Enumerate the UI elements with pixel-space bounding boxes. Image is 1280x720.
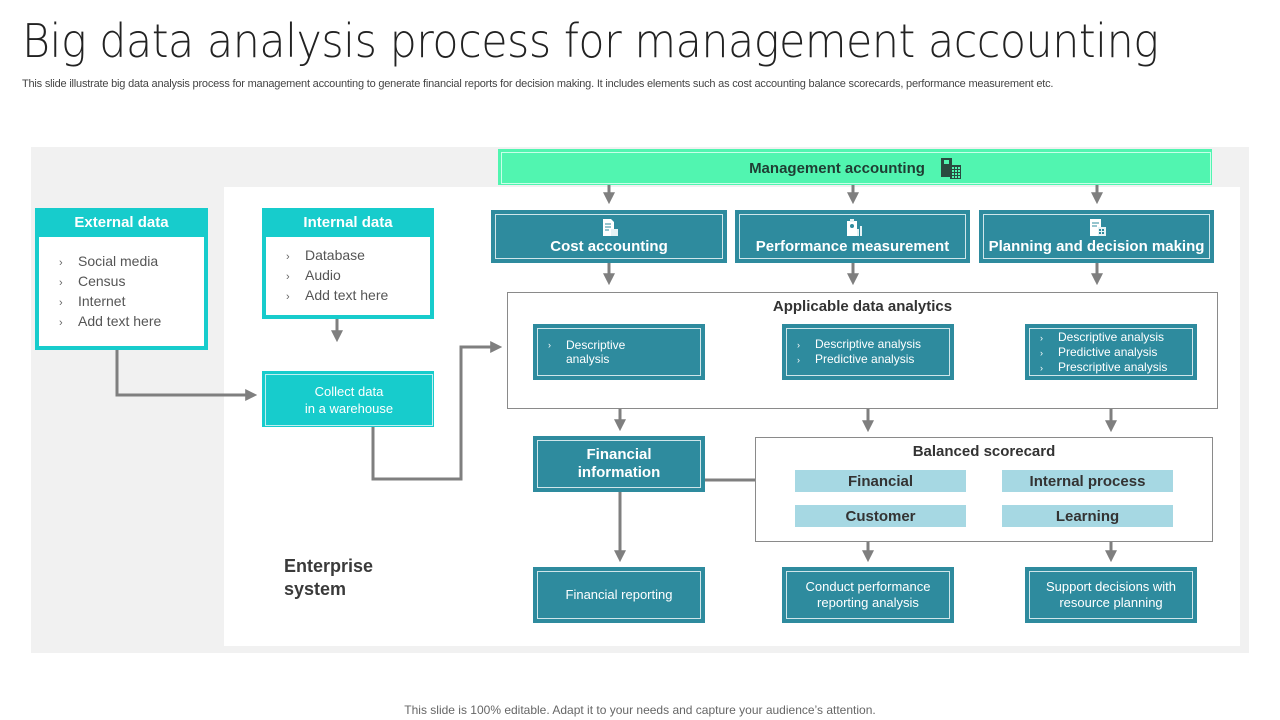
chevron-right-icon: › [1040, 347, 1043, 358]
chevron-right-icon: › [548, 340, 551, 350]
internal-data-title: Internal data [303, 214, 393, 231]
list-item: ›Internet [59, 292, 204, 312]
list-item: ›Prescriptive analysis [1040, 359, 1168, 374]
planning-decision-label: Planning and decision making [988, 237, 1205, 255]
chevron-right-icon: › [59, 296, 63, 309]
scorecard-internal-process: Internal process [1002, 470, 1173, 492]
financial-information-line2: information [577, 464, 661, 481]
chevron-right-icon: › [59, 276, 63, 289]
analytics-box-cost: ›Descriptive analysis [533, 324, 705, 380]
analytics-title: Applicable data analytics [772, 298, 953, 315]
collect-line2: in a warehouse [304, 401, 394, 416]
performance-measurement-box: Performance measurement [735, 210, 970, 263]
cost-accounting-label: Cost accounting [550, 237, 668, 255]
list-item: ›Social media [59, 252, 204, 272]
enterprise-system-label: Enterprise system [284, 555, 373, 601]
balanced-scorecard-title: Balanced scorecard [912, 443, 1056, 460]
list-item: ›Descriptive analysis [1040, 329, 1165, 344]
analytics-box-planning: ›Descriptive analysis ›Predictive analys… [1025, 324, 1197, 380]
external-data-title: External data [74, 214, 169, 231]
chevron-right-icon: › [59, 256, 63, 269]
internal-data-list: ›Database ›Audio ›Add text here [266, 237, 430, 315]
clipboard-chart-icon [846, 218, 862, 236]
external-data-box: External data ›Social media ›Census ›Int… [35, 208, 208, 350]
collect-data-warehouse-box: Collect data in a warehouse [262, 371, 434, 427]
scorecard-financial: Financial [795, 470, 966, 492]
financial-reporting-box: Financial reporting [533, 567, 705, 623]
page-subtitle: This slide illustrate big data analysis … [22, 78, 1054, 90]
enterprise-line1: Enterprise [284, 556, 374, 576]
building-calculator-icon [940, 158, 961, 179]
management-accounting-bar: Management accounting [498, 149, 1212, 185]
list-item: ›Add text here [59, 312, 204, 332]
planning-decision-box: Planning and decision making [979, 210, 1214, 263]
support-decisions-line2: resource planning [1059, 595, 1163, 610]
performance-measurement-label: Performance measurement [755, 237, 950, 255]
external-data-list: ›Social media ›Census ›Internet ›Add tex… [39, 237, 204, 346]
scorecard-customer: Customer [795, 505, 966, 527]
cost-accounting-box: Cost accounting [491, 210, 727, 263]
list-item: ›Descriptive analysis [797, 337, 922, 351]
list-item: ›Predictive analysis [1040, 344, 1158, 359]
chevron-right-icon: › [286, 291, 290, 303]
list-item: ›Predictive analysis [797, 352, 915, 366]
scorecard-learning: Learning [1002, 505, 1173, 527]
chevron-right-icon: › [59, 316, 63, 329]
collect-line1: Collect data [314, 384, 384, 399]
document-calculator-icon [1089, 218, 1106, 236]
chevron-right-icon: › [286, 251, 290, 263]
list-item: ›Audio [286, 266, 430, 286]
chevron-right-icon: › [1040, 362, 1043, 373]
list-item: ›Add text here [286, 286, 430, 306]
chevron-right-icon: › [797, 355, 800, 365]
chevron-right-icon: › [286, 271, 290, 283]
internal-data-box: Internal data ›Database ›Audio ›Add text… [262, 208, 434, 319]
enterprise-line2: system [284, 579, 347, 599]
financial-information-line1: Financial [586, 446, 652, 463]
list-item: ›Database [286, 246, 430, 266]
performance-reporting-line2: reporting analysis [817, 595, 919, 610]
list-item: ›Descriptive analysis [548, 338, 626, 366]
analytics-box-performance: ›Descriptive analysis ›Predictive analys… [782, 324, 954, 380]
management-accounting-title: Management accounting [749, 159, 925, 177]
chevron-right-icon: › [1040, 332, 1043, 343]
performance-reporting-line1: Conduct performance [805, 579, 931, 594]
footer-note: This slide is 100% editable. Adapt it to… [404, 703, 876, 717]
chevron-right-icon: › [797, 340, 800, 350]
financial-reporting-label: Financial reporting [565, 587, 673, 602]
support-decisions-line1: Support decisions with [1045, 579, 1177, 594]
document-report-icon [603, 218, 618, 236]
page-title: Big data analysis process for management… [22, 14, 1159, 68]
list-item: ›Census [59, 272, 204, 292]
